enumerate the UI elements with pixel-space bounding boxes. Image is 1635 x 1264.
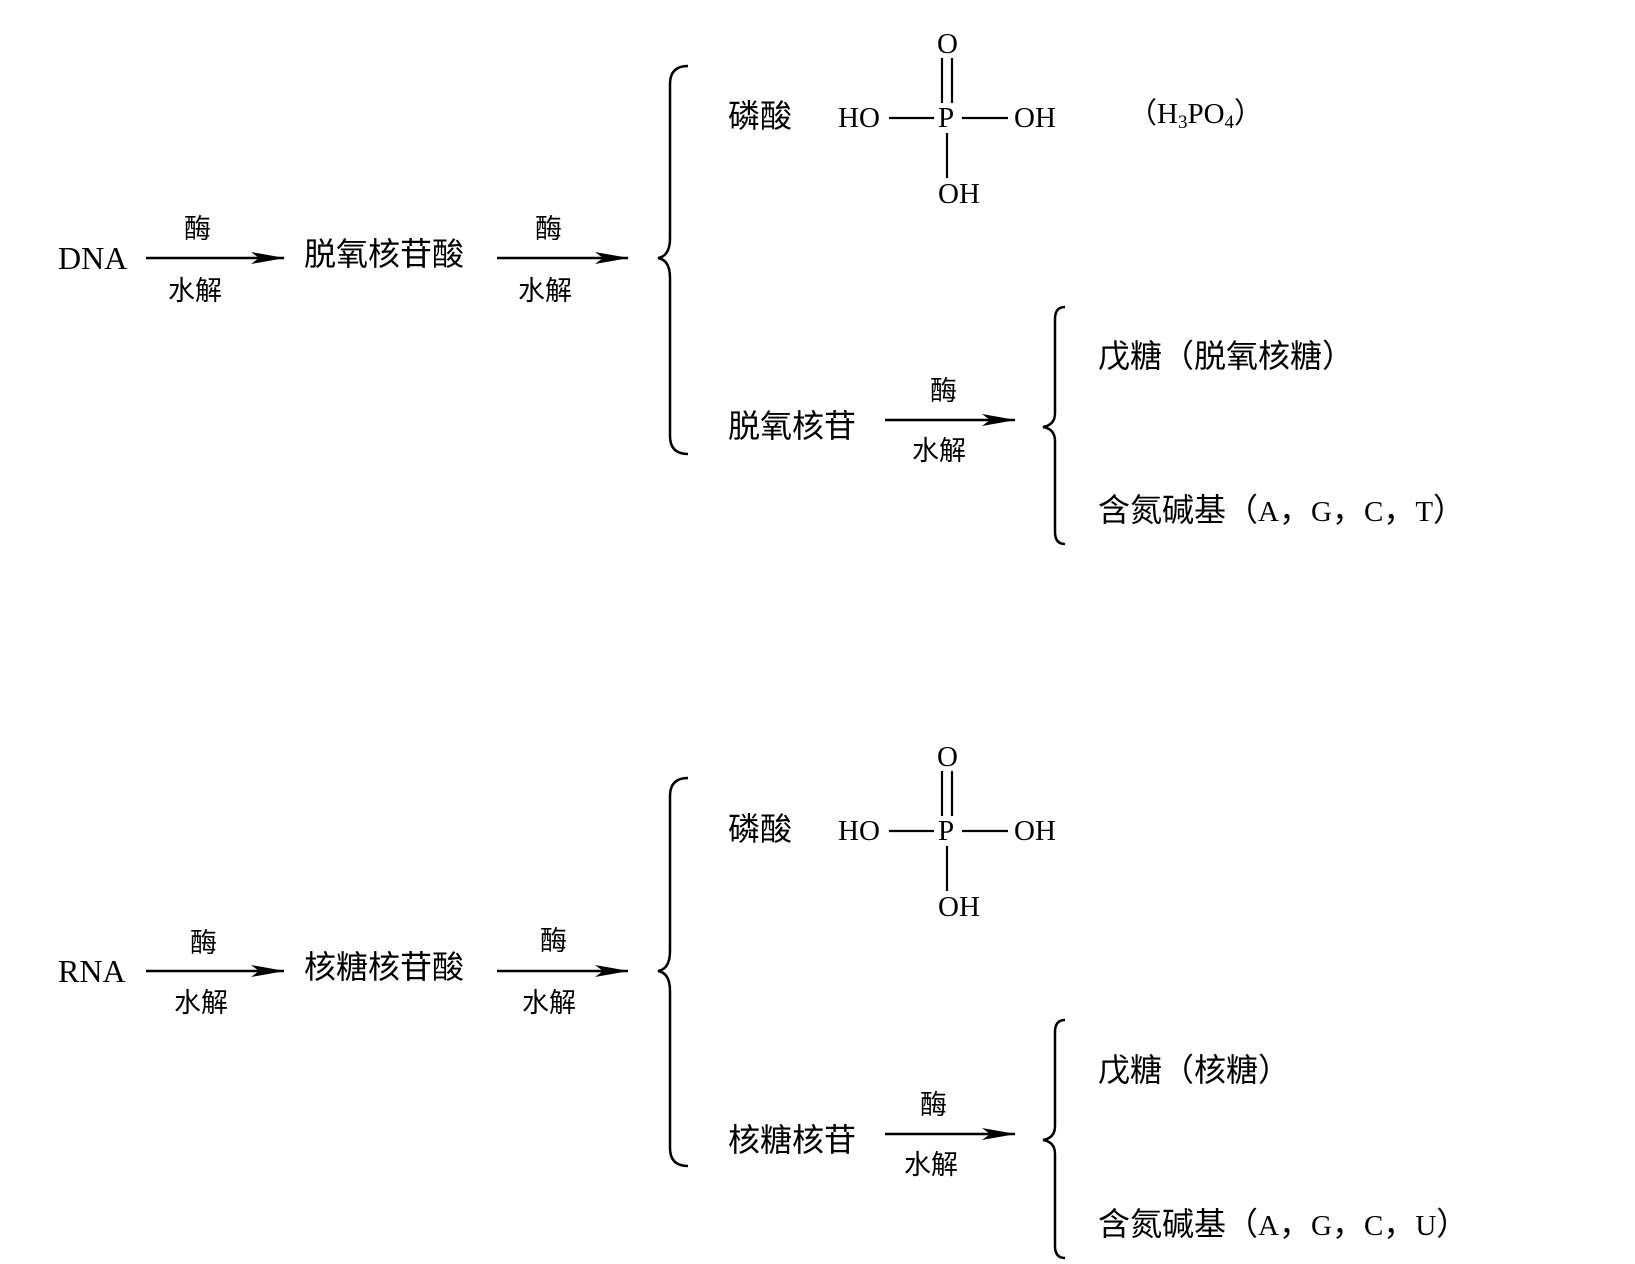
rna-p-oh-bottom: OH: [938, 891, 980, 923]
deoxynucleoside-label: 脱氧核苷: [728, 407, 857, 445]
rna-p-oxygen: O: [937, 741, 958, 773]
dna-base-g: G: [1310, 496, 1332, 528]
rna-phosphoric-acid-label: 磷酸: [728, 810, 793, 848]
rna-base-u: U: [1415, 1210, 1437, 1242]
dna-base-c: C: [1363, 496, 1384, 528]
dna-step3-hydrolysis-label: 水解: [912, 436, 966, 467]
deoxyribose-label: 戊糖（脱氧核糖）: [1098, 337, 1355, 375]
rna-p-ho-left: HO: [838, 815, 880, 847]
dna-phosphoric-acid-label: 磷酸: [728, 97, 793, 135]
dna-base-a: A: [1258, 496, 1279, 528]
ribose-label: 戊糖（核糖）: [1098, 1051, 1291, 1089]
ribonucleoside-label: 核糖核苷: [728, 1121, 857, 1159]
dna-step2-enzyme-label: 酶: [535, 214, 562, 245]
dna-bases-label: 含氮碱基（A，G，C，T）: [1098, 491, 1466, 529]
deoxynucleotide-label: 脱氧核苷酸: [304, 235, 465, 273]
dna-brace-sub: [1042, 305, 1066, 546]
rna-step3-enzyme-label: 酶: [920, 1090, 947, 1121]
rna-step3-hydrolysis-label: 水解: [904, 1150, 958, 1181]
rna-bases-label: 含氮碱基（A，G，C，U）: [1098, 1205, 1469, 1243]
dna-base-t: T: [1415, 496, 1434, 528]
rna-label: RNA: [58, 953, 126, 989]
rna-base-c: C: [1363, 1210, 1384, 1242]
rna-base-a: A: [1258, 1210, 1279, 1242]
phosphoric-acid-formula: （H3PO4）: [1128, 98, 1264, 133]
dna-step1-hydrolysis-label: 水解: [168, 276, 222, 307]
rna-step2-enzyme-label: 酶: [540, 926, 567, 957]
rna-step2-hydrolysis-label: 水解: [522, 988, 576, 1019]
rna-brace-sub: [1042, 1018, 1066, 1260]
rna-step1-enzyme-label: 酶: [190, 928, 217, 959]
dna-p-oh-right: OH: [1014, 102, 1056, 134]
dna-step1-enzyme-label: 酶: [184, 214, 211, 245]
rna-brace-main: [657, 776, 689, 1168]
rna-step1-hydrolysis-label: 水解: [174, 988, 228, 1019]
ribonucleotide-label: 核糖核苷酸: [304, 948, 465, 986]
dna-p-ho-left: HO: [838, 102, 880, 134]
dna-p-oxygen: O: [937, 28, 958, 60]
dna-p-oh-bottom: OH: [938, 178, 980, 210]
rna-base-g: G: [1310, 1210, 1332, 1242]
dna-step2-hydrolysis-label: 水解: [518, 276, 572, 307]
rna-p-oh-right: OH: [1014, 815, 1056, 847]
dna-p-phosphorus: P: [938, 102, 955, 134]
rna-p-phosphorus: P: [938, 815, 955, 847]
dna-brace-main: [657, 64, 689, 456]
dna-step3-enzyme-label: 酶: [930, 376, 957, 407]
dna-label: DNA: [58, 240, 128, 276]
